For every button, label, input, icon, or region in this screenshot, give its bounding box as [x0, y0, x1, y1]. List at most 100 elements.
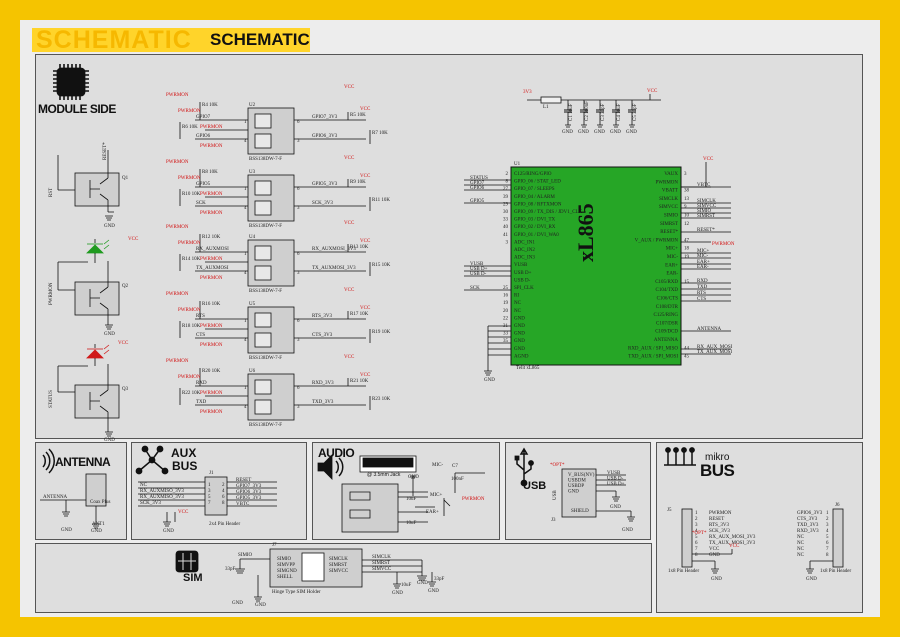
chip-right-pin: PWRMON	[655, 180, 678, 185]
pin-number: 7	[695, 547, 698, 552]
audio-title: AUDIO	[318, 446, 355, 460]
aux-pin-number: 5	[208, 495, 211, 500]
vcc-label: VCC	[178, 510, 189, 515]
aux-title: AUX	[171, 446, 197, 460]
cap-value: 100nF	[451, 477, 464, 482]
sim-card-icon	[175, 550, 199, 573]
pin-number: 5	[695, 535, 698, 540]
pwrmon-label: PWRMON	[166, 359, 189, 364]
chip-right-net: VBTC	[697, 183, 711, 188]
mikrobus-icon	[664, 447, 696, 466]
sim-holder-ref: J7	[272, 543, 277, 548]
vcc-label: VCC	[344, 288, 355, 293]
chip-right-pin-number: 45	[684, 355, 690, 360]
audio-mic-net: MIC+	[430, 493, 442, 498]
chip-right-net: EAR-	[697, 265, 709, 270]
sim-pin: SIMGND	[277, 569, 297, 574]
mikrobus-title: BUS	[700, 461, 735, 480]
shifter-part: BSS138DW-7-F	[249, 289, 282, 294]
aux-right-net: RESET	[236, 478, 251, 483]
pin-number: 3	[297, 206, 300, 211]
resistor-label: R19 10K	[372, 330, 391, 335]
vcc-label: VCC	[118, 341, 129, 346]
wire	[179, 169, 371, 211]
shifter-right-net: GPIO7_3V3	[312, 115, 338, 120]
gnd-label: GND	[484, 378, 495, 383]
usb-shield-label: SHIELD	[571, 509, 589, 514]
pin-number: 6	[297, 187, 300, 192]
chip-right-pin-number: 13	[684, 197, 690, 202]
chip-left-pin-number: 20	[503, 309, 509, 314]
pwrmon-label: PWRMON	[200, 343, 223, 348]
chip-left-pin: GPIO_01 / DVI_WA0	[514, 233, 559, 238]
gnd-label: GND	[626, 130, 637, 135]
chip-right-net: SIMVCC	[697, 204, 717, 209]
chip-left-pin-number: 29	[503, 202, 509, 207]
aux-pin-number: 8	[222, 501, 225, 506]
chip-left-pin-number: 22	[503, 316, 509, 321]
chip-right-pin-number: 12	[684, 222, 690, 227]
chip-right-pin-number: 15	[684, 280, 690, 285]
reset-net-label: RESET*	[103, 142, 108, 160]
mikro-j1-net: PWRMON	[709, 511, 732, 516]
audio-ear-net: EAR+	[426, 510, 439, 515]
pwrmon-label: PWRMON	[712, 242, 735, 247]
mikro-j2-net: NC	[797, 553, 805, 558]
chip-left-pin-number: 19	[503, 301, 509, 306]
vcc-label: VCC	[360, 239, 371, 244]
chip-left-pin: NC	[514, 309, 522, 314]
shifter-left-net: GPIO7	[196, 115, 211, 120]
gnd-label: GND	[711, 577, 722, 582]
chip-left-pin-number: 25	[503, 286, 509, 291]
sim-pin: SIMRST	[329, 563, 347, 568]
vcc-label: VCC	[344, 156, 355, 161]
audio-mic-net: MIC-	[432, 463, 443, 468]
supply-net-label: 3V3	[523, 90, 532, 95]
shifter-ref: U6	[249, 369, 256, 374]
chip-left-net: GPIO5	[470, 199, 485, 204]
chip-right-net: ANTENNA	[697, 327, 722, 332]
chip-left-pin: NC	[514, 301, 522, 306]
pwrmon-label: PWRMON	[178, 308, 201, 313]
mikro-j1-net: RESET	[709, 517, 724, 522]
vcc-label: VCC	[729, 544, 740, 549]
chip-right-pin: V_AUX / PWRMON	[635, 238, 679, 243]
aux-pin-number: 4	[222, 489, 225, 494]
pin-number: 2	[695, 517, 698, 522]
gnd-label: GND	[392, 591, 403, 596]
sim-net: SIMCLK	[372, 555, 391, 560]
pin-number: 6	[297, 319, 300, 324]
chip-left-pin: GND	[514, 332, 525, 337]
chip-ref-label: U1	[514, 162, 521, 167]
chip-left-pin-number: 8	[506, 180, 509, 185]
mikro-j2-net: NC	[797, 535, 805, 540]
resistor-label: R7 10K	[372, 131, 388, 136]
page-title: SCHEMATIC	[210, 30, 310, 49]
usb-connector-label: USB	[553, 490, 558, 500]
sim-pin: SIMVPP	[277, 563, 295, 568]
shifter-right-net: RXD_3V3	[312, 381, 334, 386]
wire	[179, 234, 371, 276]
mikro-j1-net: SCK_3V3	[709, 529, 730, 534]
aux-left-net: NC	[140, 483, 148, 488]
usb-net: USB D-	[607, 477, 624, 482]
shifter-part: BSS138DW-7-F	[249, 157, 282, 162]
chip-left-pin-number: 35	[503, 339, 509, 344]
resistor-label: R12 10K	[202, 235, 221, 240]
shifter-left-net: RXD	[196, 381, 207, 386]
sim-pin: SHELL	[277, 575, 293, 580]
vcc-label: VCC	[344, 221, 355, 226]
antenna-title: ANTENNA	[55, 455, 111, 469]
chip-right-pin: SIMVCC	[659, 205, 679, 210]
pwrmon-label: PWRMON	[166, 225, 189, 230]
chip-right-net: CTS	[697, 297, 706, 302]
pin-number: 1	[244, 319, 247, 324]
antenna-net-label: ANTENNA	[43, 495, 68, 500]
gnd-label: GND	[622, 528, 633, 533]
shifter-right-net: SCK_3V3	[312, 201, 333, 206]
pin-number: 6	[297, 386, 300, 391]
chip-right-pin: C107/DSR	[656, 321, 679, 326]
gnd-label: GND	[104, 438, 115, 443]
pin-number: 3	[297, 139, 300, 144]
